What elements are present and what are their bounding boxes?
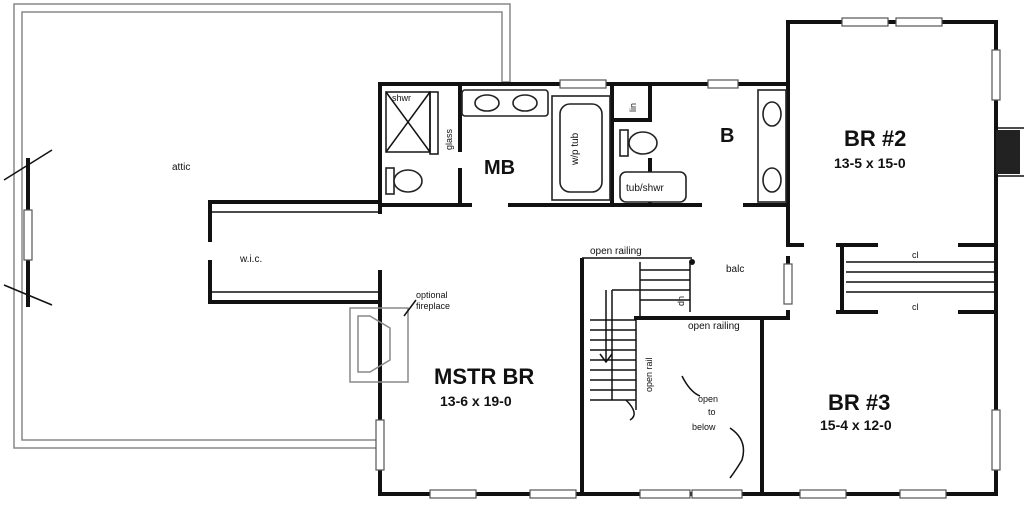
shwr-label: shwr xyxy=(392,93,411,103)
mstr-br-dims: 13-6 x 19-0 xyxy=(440,393,512,409)
open-rail-label: open rail xyxy=(644,357,654,392)
open-railing-mid-label: open railing xyxy=(688,321,740,332)
br2-name: BR #2 xyxy=(844,126,906,151)
lin-label: lin xyxy=(628,103,638,112)
br3-name: BR #3 xyxy=(828,390,890,415)
open-label: open xyxy=(698,394,718,404)
br2-dims: 13-5 x 15-0 xyxy=(834,155,906,171)
exterior-walls xyxy=(375,17,1024,499)
closet-label-top: cl xyxy=(912,250,919,260)
br3-dims: 15-4 x 12-0 xyxy=(820,417,892,433)
optional-label: optional xyxy=(416,290,448,300)
fireplace xyxy=(349,299,417,383)
glass-label: glass xyxy=(444,128,454,150)
below-label: below xyxy=(692,422,716,432)
wp-tub-label: w/p tub xyxy=(570,132,581,166)
attic-outline xyxy=(3,3,511,449)
to-label: to xyxy=(708,407,716,417)
wic-label: w.i.c. xyxy=(239,254,262,265)
open-railing-top-label: open railing xyxy=(590,246,642,257)
tub-shwr-label: tub/shwr xyxy=(626,183,664,194)
attic-label: attic xyxy=(172,162,190,173)
mstr-br-name: MSTR BR xyxy=(434,364,534,389)
mb-label: MB xyxy=(484,157,515,179)
closet-label-bottom: cl xyxy=(912,302,919,312)
dn-label: dn xyxy=(676,296,686,306)
stair-walls xyxy=(580,257,764,496)
b-label: B xyxy=(720,125,734,147)
fireplace-label: fireplace xyxy=(416,301,450,311)
balc-label: balc xyxy=(726,264,744,275)
wic-walls xyxy=(208,200,382,304)
bath-walls xyxy=(378,82,790,247)
bedroom-walls xyxy=(760,243,998,320)
